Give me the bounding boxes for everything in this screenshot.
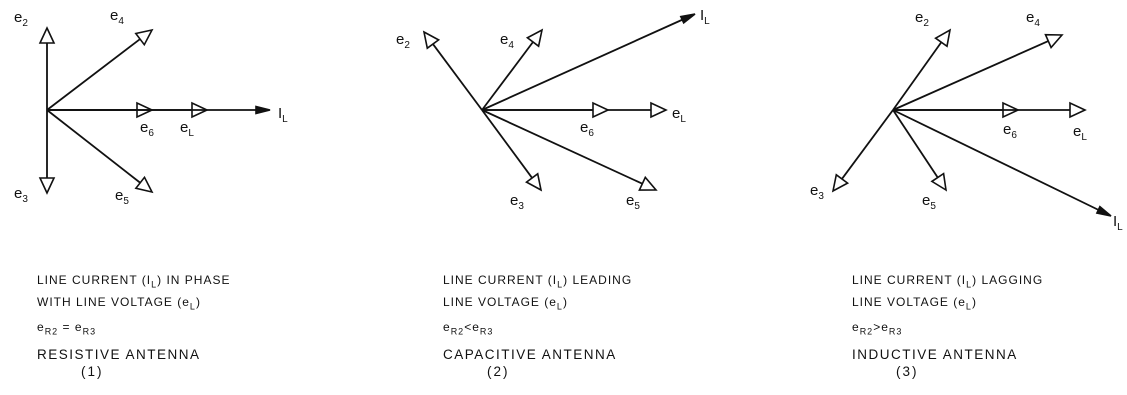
vector-e5: e5 [892, 109, 948, 212]
vector-label-eL: eL [1073, 123, 1087, 143]
vector-label-e4: e4 [500, 31, 514, 51]
vector-label-e6: e6 [580, 119, 594, 139]
vector-e4: e4 [892, 9, 1064, 111]
diagram-number: (1) [81, 364, 104, 380]
vector-line-e2 [892, 41, 943, 111]
vector-label-e2: e2 [915, 9, 929, 29]
vector-line-e4 [481, 41, 534, 111]
vector-line-e4 [46, 38, 141, 111]
vector-e2: e2 [892, 9, 952, 111]
voltage-relation: eR2 = eR3 [37, 319, 97, 337]
vector-e2: e2 [14, 9, 56, 110]
arrowhead-open-icon [831, 173, 850, 193]
vector-label-e2: e2 [14, 9, 28, 29]
vector-label-e6: e6 [140, 119, 154, 139]
vector-e4: e4 [46, 7, 154, 111]
vector-line-IL [481, 18, 683, 111]
vector-label-e6: e6 [1003, 121, 1017, 141]
arrowhead-open-icon [38, 177, 56, 195]
vector-e3: e3 [14, 110, 56, 205]
diagram-number: (3) [896, 364, 919, 380]
vector-label-IL: IL [1113, 213, 1123, 233]
vector-e6: e6 [482, 101, 610, 139]
diagram-number: (2) [487, 364, 510, 380]
caption-line2: LINE VOLTAGE (eL) [852, 295, 977, 312]
caption-line1: LINE CURRENT (IL) IN PHASE [37, 273, 231, 290]
vector-label-e4: e4 [110, 7, 124, 27]
capacitive-phasor-diagram: e2 e4 IL eL e6 e3 e5 [396, 7, 710, 212]
vector-label-e5: e5 [626, 192, 640, 212]
vector-e5: e5 [46, 109, 154, 207]
vector-line-e5 [481, 109, 643, 185]
vector-e3: e3 [810, 109, 894, 202]
arrowhead-open-icon [525, 172, 543, 192]
caption-capacitive: LINE CURRENT (IL) LEADING LINE VOLTAGE (… [443, 271, 632, 380]
vector-label-IL: IL [278, 105, 288, 125]
vector-e5: e5 [481, 109, 658, 212]
vector-line-e4 [892, 40, 1049, 111]
vector-label-e3: e3 [510, 192, 524, 212]
vector-eL: eL [893, 101, 1087, 143]
caption-line2: LINE VOLTAGE (eL) [443, 295, 568, 312]
vector-IL: IL [892, 109, 1123, 233]
caption-line2: WITH LINE VOLTAGE (eL) [37, 295, 201, 312]
vector-eL: eL [47, 101, 209, 139]
resistive-phasor-diagram: e2 e4 e6 eL IL e3 e5 [14, 7, 288, 207]
voltage-relation: eR2>eR3 [852, 319, 903, 337]
arrowhead-solid-icon [679, 13, 696, 25]
vector-e3: e3 [481, 109, 543, 212]
vector-label-e5: e5 [115, 187, 129, 207]
arrowhead-open-icon [1069, 101, 1087, 119]
vector-line-e3 [841, 109, 894, 180]
vector-e6: e6 [47, 101, 154, 139]
vector-e6: e6 [893, 101, 1020, 141]
vector-label-e3: e3 [14, 185, 28, 205]
vector-label-e5: e5 [922, 192, 936, 212]
caption-inductive: LINE CURRENT (IL) LAGGING LINE VOLTAGE (… [852, 271, 1043, 380]
vector-IL: IL [47, 105, 288, 125]
arrowhead-open-icon [38, 26, 56, 44]
diagram-title: INDUCTIVE ANTENNA [852, 347, 1018, 363]
vector-line-e3 [481, 109, 533, 179]
vector-IL: IL [481, 7, 710, 111]
vector-label-eL: eL [672, 105, 686, 125]
arrowhead-open-icon [134, 28, 154, 47]
arrowhead-open-icon [638, 175, 658, 191]
diagram-title: CAPACITIVE ANTENNA [443, 347, 617, 363]
vector-label-e4: e4 [1026, 9, 1040, 29]
arrowhead-open-icon [650, 101, 668, 119]
caption-line1: LINE CURRENT (IL) LEADING [443, 273, 633, 290]
vector-label-IL: IL [700, 7, 710, 27]
arrowhead-open-icon [1044, 33, 1064, 49]
diagram-title: RESISTIVE ANTENNA [37, 347, 201, 363]
arrowhead-open-icon [525, 28, 544, 48]
arrowhead-open-icon [422, 30, 441, 50]
voltage-relation: eR2<eR3 [443, 319, 494, 337]
vector-line-IL [892, 109, 1099, 211]
caption-resistive: LINE CURRENT (IL) IN PHASE WITH LINE VOL… [37, 271, 231, 380]
vector-e2: e2 [396, 30, 483, 111]
arrowhead-open-icon [134, 175, 154, 194]
arrowhead-solid-icon [255, 105, 271, 115]
vector-e4: e4 [481, 28, 544, 111]
arrowhead-open-icon [930, 172, 948, 192]
vector-line-e5 [46, 109, 141, 184]
vector-label-e3: e3 [810, 182, 824, 202]
caption-line1: LINE CURRENT (IL) LAGGING [852, 273, 1044, 290]
vector-line-e5 [892, 109, 939, 178]
arrowhead-open-icon [592, 101, 610, 119]
vector-label-e2: e2 [396, 31, 410, 51]
vector-label-eL: eL [180, 119, 194, 139]
arrowhead-solid-icon [1095, 205, 1112, 217]
vector-line-e2 [432, 43, 483, 111]
arrowhead-open-icon [934, 28, 952, 48]
